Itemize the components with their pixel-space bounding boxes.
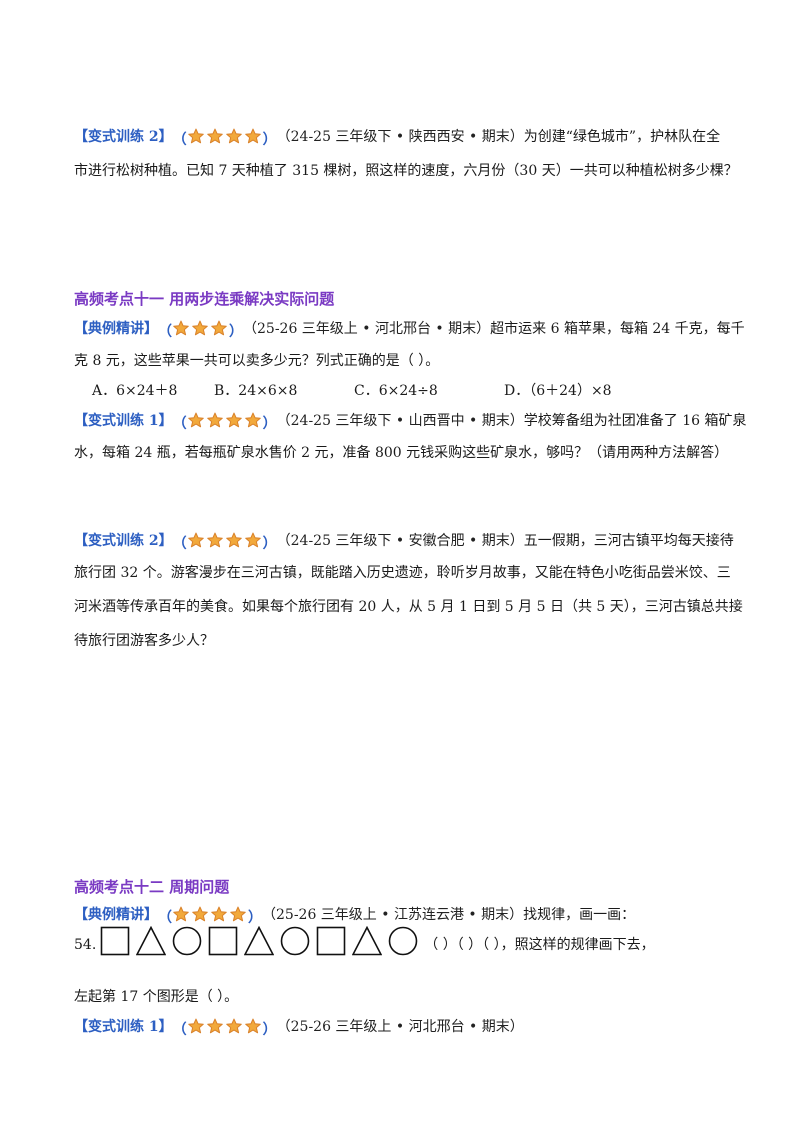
example-line1: 【典例精讲】（）（25-26 三年级上 • 河北邢台 • 期末）超市运来 6 箱… <box>74 318 745 343</box>
source-label: （24-25 三年级下 • 陕西西安 • 期末） <box>276 129 524 145</box>
question-text: 超市运来 6 箱苹果，每箱 24 千克，每千 <box>490 321 745 337</box>
option-b: B．24×6×8 <box>214 383 298 399</box>
star-icon <box>173 906 189 922</box>
question-number: 54. <box>74 937 97 953</box>
source-label: （25-26 三年级上 • 河北邢台 • 期末） <box>243 321 491 337</box>
variant-tag: 【变式训练 2】 <box>74 533 173 549</box>
variant-tag: 【变式训练 1】 <box>74 413 173 429</box>
shape-sequence-row: 54. （ ）（ ）（ ），照这样的规律画下去， <box>74 926 655 956</box>
star-icon <box>173 320 189 336</box>
star-icon <box>244 412 261 428</box>
difficulty-stars: （） <box>173 412 277 435</box>
question-text: 找规律，画一画： <box>523 907 636 923</box>
question-text: 五一假期，三河古镇平均每天接待 <box>523 533 734 549</box>
source-label: （25-26 三年级上 • 河北邢台 • 期末） <box>276 1019 524 1035</box>
question-text: 学校筹备组为社团准备了 16 箱矿泉 <box>523 413 747 429</box>
question-text-line2: 克 8 元，这些苹果一共可以卖多少元？列式正确的是（ ）。 <box>74 353 440 369</box>
option-c: C．6×24÷8 <box>354 383 438 399</box>
star-icon <box>206 1018 223 1034</box>
source-label: （24-25 三年级下 • 山西晋中 • 期末） <box>276 413 524 429</box>
star-icon <box>187 1018 204 1034</box>
star-icon <box>206 128 223 144</box>
star-icon <box>230 906 246 922</box>
question-text-line3: 河米酒等传承百年的美食。如果每个旅行团有 20 人，从 5 月 1 日到 5 月… <box>74 599 743 615</box>
answer-blanks: （ ）（ ）（ ），照这样的规律画下去， <box>424 937 655 953</box>
triangle-shape <box>136 926 167 956</box>
star-icon <box>225 1018 242 1034</box>
star-icon <box>187 532 204 548</box>
star-icon <box>225 532 242 548</box>
variant-tag: 【变式训练 1】 <box>74 1019 173 1035</box>
star-icon <box>187 128 204 144</box>
star-icon <box>211 320 227 336</box>
question-text-line4: 待旅行团游客多少人？ <box>74 633 214 649</box>
variant-training-2-line1: 【变式训练 2】（）（24-25 三年级下 • 陕西西安 • 期末）为创建“绿色… <box>74 126 720 151</box>
difficulty-stars: （） <box>158 320 243 343</box>
star-icon <box>192 320 208 336</box>
difficulty-stars: （） <box>173 1018 277 1041</box>
variant-training-2-line1: 【变式训练 2】（）（24-25 三年级下 • 安徽合肥 • 期末）五一假期，三… <box>74 530 734 555</box>
star-icon <box>225 128 242 144</box>
variant-training-1-line1: 【变式训练 1】（）（25-26 三年级上 • 河北邢台 • 期末） <box>74 1016 524 1041</box>
option-d: D．（6＋24）×8 <box>504 383 612 399</box>
difficulty-stars: （） <box>173 128 277 151</box>
question-text: 为创建“绿色城市”，护林队在全 <box>523 129 721 145</box>
difficulty-stars: （） <box>158 906 262 929</box>
circle-shape <box>280 926 310 956</box>
star-icon <box>206 412 223 428</box>
star-icon <box>225 412 242 428</box>
example-line1: 【典例精讲】（）（25-26 三年级上 • 江苏连云港 • 期末）找规律，画一画… <box>74 904 635 929</box>
star-icon <box>244 1018 261 1034</box>
section-heading-11: 高频考点十一 用两步连乘解决实际问题 <box>74 290 335 308</box>
question-text-line2: 水，每箱 24 瓶，若每瓶矿泉水售价 2 元，准备 800 元钱采购这些矿泉水，… <box>74 445 729 461</box>
question-text-line2: 市进行松树种植。已知 7 天种植了 315 棵树，照这样的速度，六月份（30 天… <box>74 163 738 179</box>
star-icon <box>244 128 261 144</box>
circle-shape <box>172 926 202 956</box>
square-shape <box>208 926 238 956</box>
source-label: （24-25 三年级下 • 安徽合肥 • 期末） <box>276 533 524 549</box>
star-icon <box>192 906 208 922</box>
source-label: （25-26 三年级上 • 江苏连云港 • 期末） <box>262 907 524 923</box>
example-tag: 【典例精讲】 <box>74 321 158 337</box>
square-shape <box>100 926 130 956</box>
question-text-line2: 旅行团 32 个。游客漫步在三河古镇，既能踏入历史遗迹，聆听岁月故事，又能在特色… <box>74 565 731 581</box>
star-icon <box>244 532 261 548</box>
variant-training-1-line1: 【变式训练 1】（）（24-25 三年级下 • 山西晋中 • 期末）学校筹备组为… <box>74 410 746 435</box>
option-a: A．6×24＋8 <box>92 383 178 399</box>
square-shape <box>316 926 346 956</box>
triangle-shape <box>244 926 275 956</box>
star-icon <box>211 906 227 922</box>
triangle-shape <box>352 926 383 956</box>
question-text-line3: 左起第 17 个图形是（ ）。 <box>74 989 239 1005</box>
example-tag: 【典例精讲】 <box>74 907 158 923</box>
difficulty-stars: （） <box>173 532 277 555</box>
shape-sequence <box>100 926 424 956</box>
star-icon <box>206 532 223 548</box>
options-row: A．6×24＋8 B．24×6×8 C．6×24÷8 D．（6＋24）×8 <box>92 380 612 402</box>
variant-tag: 【变式训练 2】 <box>74 129 173 145</box>
star-icon <box>187 412 204 428</box>
section-heading-12: 高频考点十二 周期问题 <box>74 878 230 896</box>
circle-shape <box>388 926 418 956</box>
